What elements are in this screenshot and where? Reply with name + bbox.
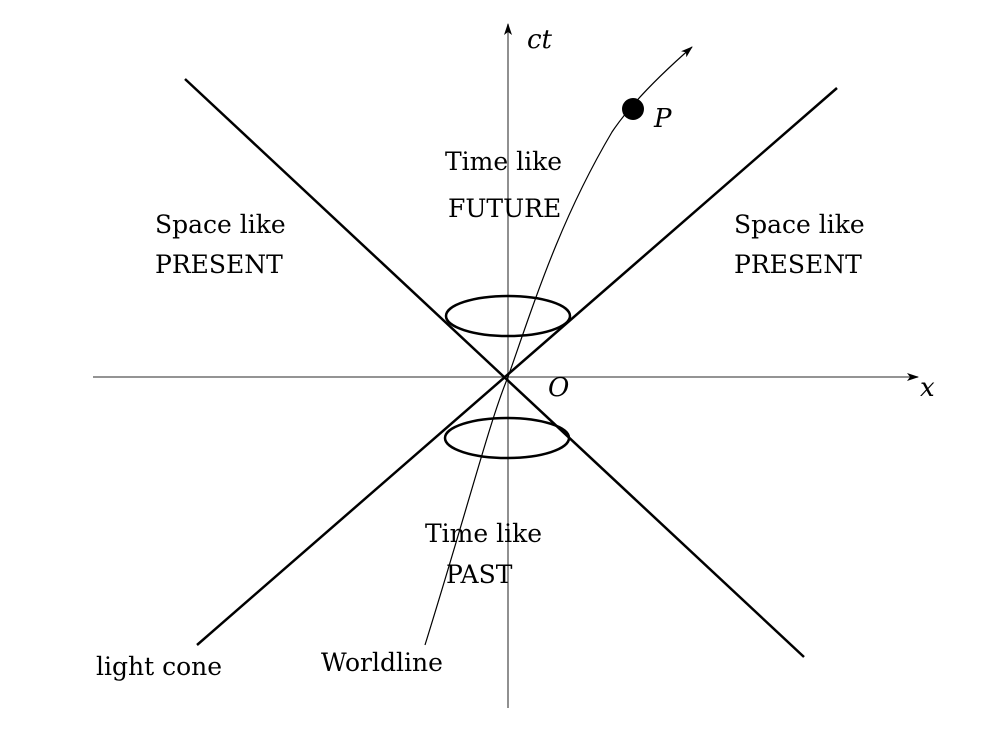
future-line1: Time like xyxy=(445,147,562,176)
past-line2: PAST xyxy=(446,560,513,589)
past-line1: Time like xyxy=(425,519,542,548)
event-label: P xyxy=(653,104,672,134)
light-cone-line-2 xyxy=(196,87,838,646)
worldline-curve xyxy=(424,46,693,646)
right-line1: Space like xyxy=(734,210,865,239)
origin-label: O xyxy=(548,373,569,403)
ct-axis-label: ct xyxy=(527,25,553,55)
light-cone-label: light cone xyxy=(96,652,222,681)
x-axis-label: x xyxy=(920,373,935,403)
worldline-label: Worldline xyxy=(321,648,443,677)
future-line2: FUTURE xyxy=(448,194,561,223)
right-line2: PRESENT xyxy=(734,250,862,279)
left-line1: Space like xyxy=(155,210,286,239)
event-point xyxy=(622,98,644,120)
light-cone-line-1 xyxy=(184,78,805,658)
future-cone-ellipse xyxy=(444,294,572,338)
left-line2: PRESENT xyxy=(155,250,283,279)
past-cone-ellipse xyxy=(443,416,571,460)
